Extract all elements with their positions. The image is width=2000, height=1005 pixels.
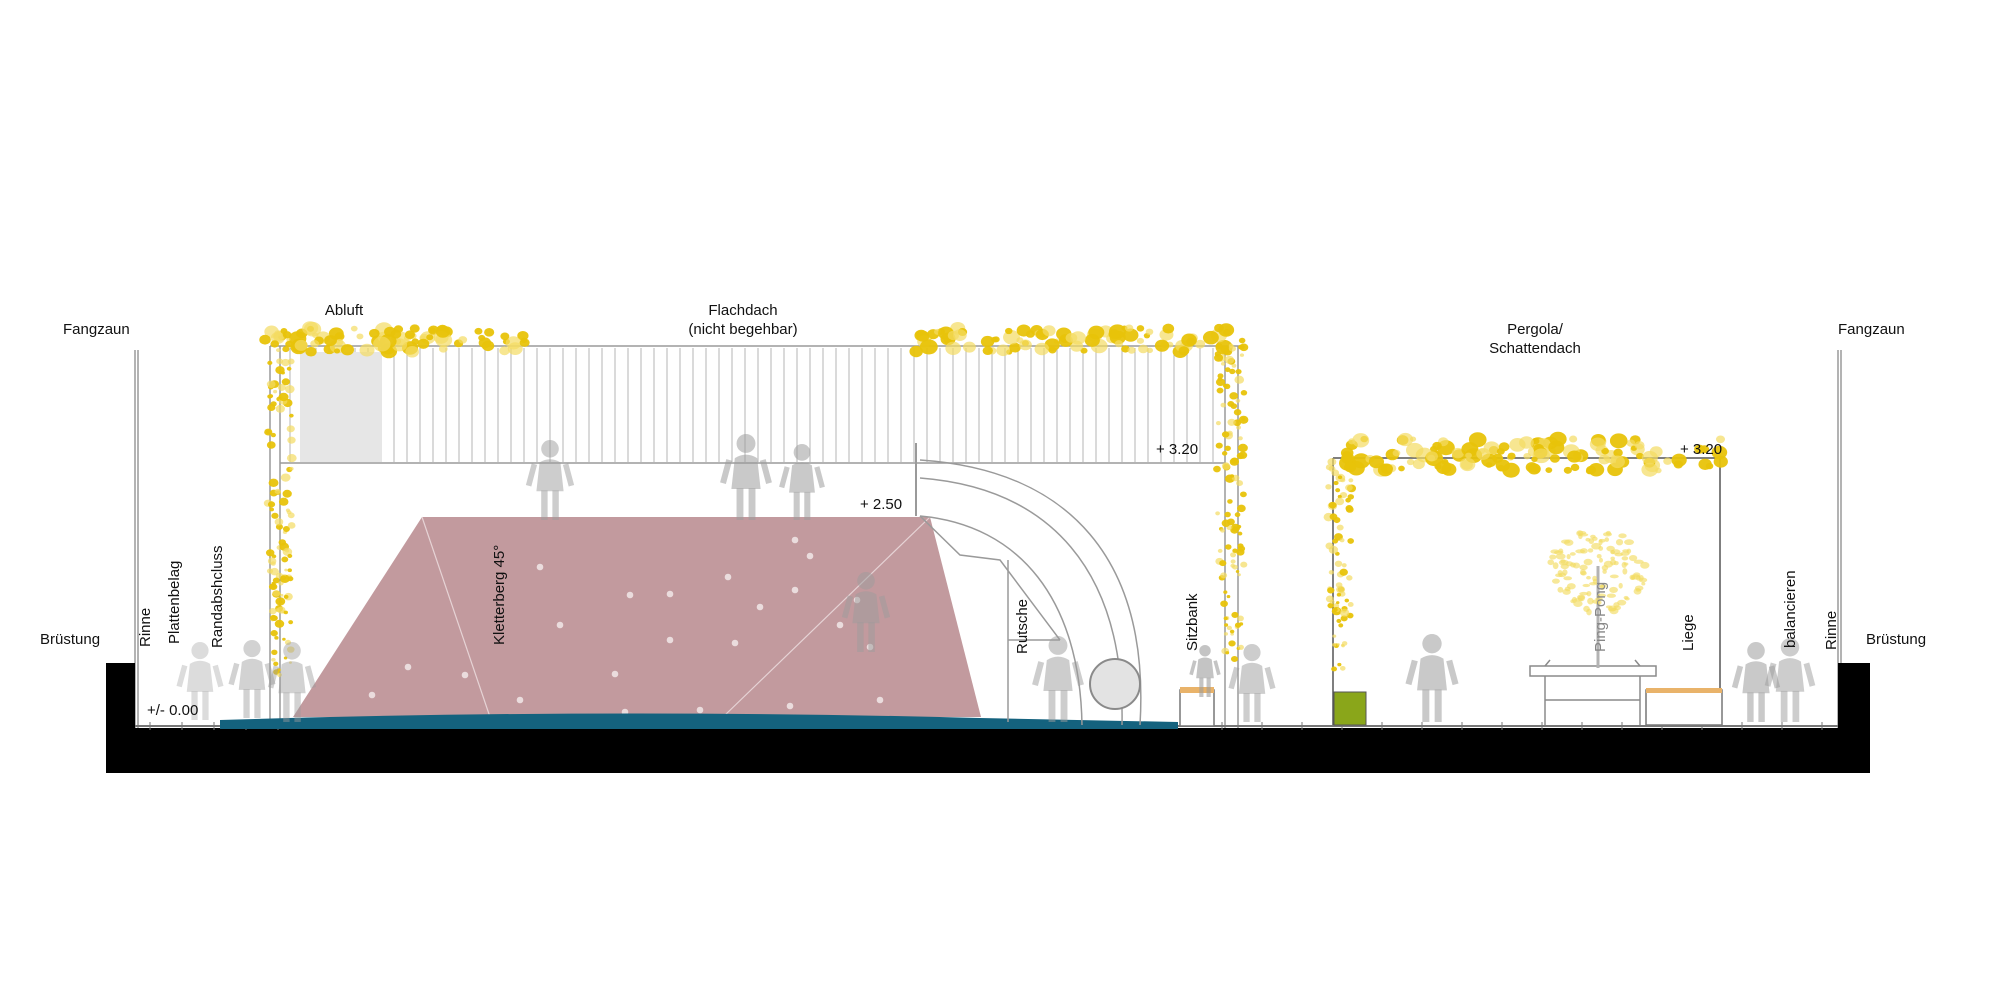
child-figure-icon [1731, 642, 1781, 722]
label-rinne-right: Rinne [1823, 610, 1840, 650]
level-000: +/- 0.00 [147, 702, 199, 719]
child-figure-icon [176, 642, 224, 720]
child-figure-icon [228, 640, 276, 718]
child-figure-icon [1405, 634, 1459, 722]
label-pergola: Pergola/ [1507, 321, 1563, 338]
child-figures [176, 434, 1816, 722]
label-ping-pong: Ping-Pong [1592, 581, 1609, 652]
child-figure-icon [841, 572, 891, 652]
child-figure-icon [525, 440, 575, 520]
level-320-left: + 3.20 [1156, 441, 1199, 458]
label-flachdach-sub: (nicht begehbar) [688, 321, 798, 338]
ping-pong-table [1529, 659, 1657, 725]
label-balancieren: balancieren [1782, 570, 1799, 648]
liege [1645, 688, 1723, 726]
label-sitzbank: Sitzbank [1184, 593, 1201, 651]
label-plattenbelag: Plattenbelag [166, 560, 183, 644]
climbing-plants [259, 321, 1728, 677]
label-kletterberg: Kletterberg 45° [491, 544, 508, 645]
label-bruestung-left: Brüstung [40, 631, 101, 648]
label-fangzaun-right: Fangzaun [1838, 321, 1905, 338]
label-rutsche: Rutsche [1014, 598, 1031, 654]
building-slab [106, 663, 1870, 773]
fangzaun-left [134, 350, 139, 728]
label-schattendach: Schattendach [1489, 340, 1581, 357]
label-rinne-left: Rinne [137, 607, 154, 647]
child-figure-icon [1189, 645, 1221, 697]
child-figure-icon [720, 434, 772, 520]
child-figure-icon [1032, 636, 1084, 722]
tree-icon [1547, 530, 1650, 668]
label-liege: Liege [1680, 614, 1697, 651]
child-figure-icon [1764, 638, 1816, 722]
kletterberg-facets [421, 516, 931, 718]
label-bruestung-right: Brüstung [1866, 631, 1927, 648]
label-abluft: Abluft [324, 302, 364, 319]
pergola-frame [1332, 457, 1722, 725]
planter [1333, 691, 1367, 726]
child-figure-icon [779, 444, 825, 520]
label-randabschluss: Randabshcluss [209, 545, 226, 648]
label-flachdach: Flachdach [708, 302, 778, 319]
abluft-duct [300, 352, 382, 462]
label-fangzaun-left: Fangzaun [63, 321, 130, 338]
child-figure-icon [267, 642, 317, 722]
kletterberg [293, 517, 981, 717]
safety-mat [220, 713, 1178, 729]
child-figure-icon [1228, 644, 1276, 722]
sphere-icon [1089, 658, 1141, 710]
level-250: + 2.50 [860, 496, 903, 513]
level-320-right: + 3.20 [1680, 441, 1723, 458]
